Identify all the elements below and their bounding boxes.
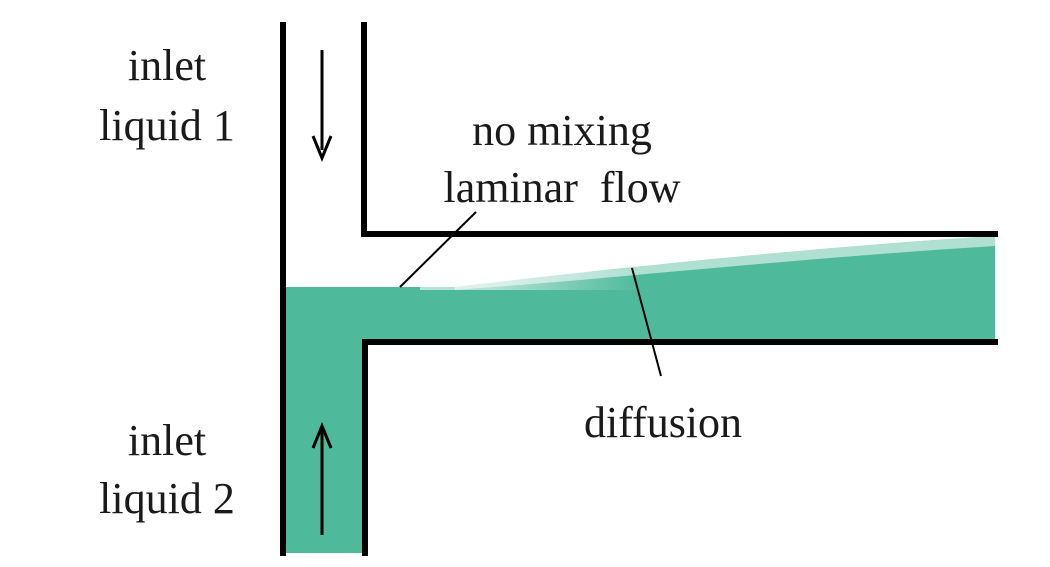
upper-inner-wall	[361, 22, 998, 237]
diffusion-fade	[420, 268, 640, 290]
no-mixing-label: no mixing	[472, 106, 652, 155]
inlet-2-label-line2: liquid 2	[99, 474, 235, 523]
inlet-1-label-line1: inlet	[128, 41, 206, 90]
inlet-2-label-line1: inlet	[128, 416, 206, 465]
arrow-down-icon	[311, 50, 333, 162]
lower-inner-wall	[362, 339, 998, 556]
inlet-1-label-line2: liquid 1	[99, 101, 235, 150]
diffusion-label: diffusion	[584, 398, 742, 447]
laminar-flow-label: laminar flow	[443, 163, 680, 212]
laminar-flow-leader	[399, 211, 477, 288]
arrow-up-icon	[311, 422, 333, 535]
diffusion-leader	[631, 267, 662, 377]
